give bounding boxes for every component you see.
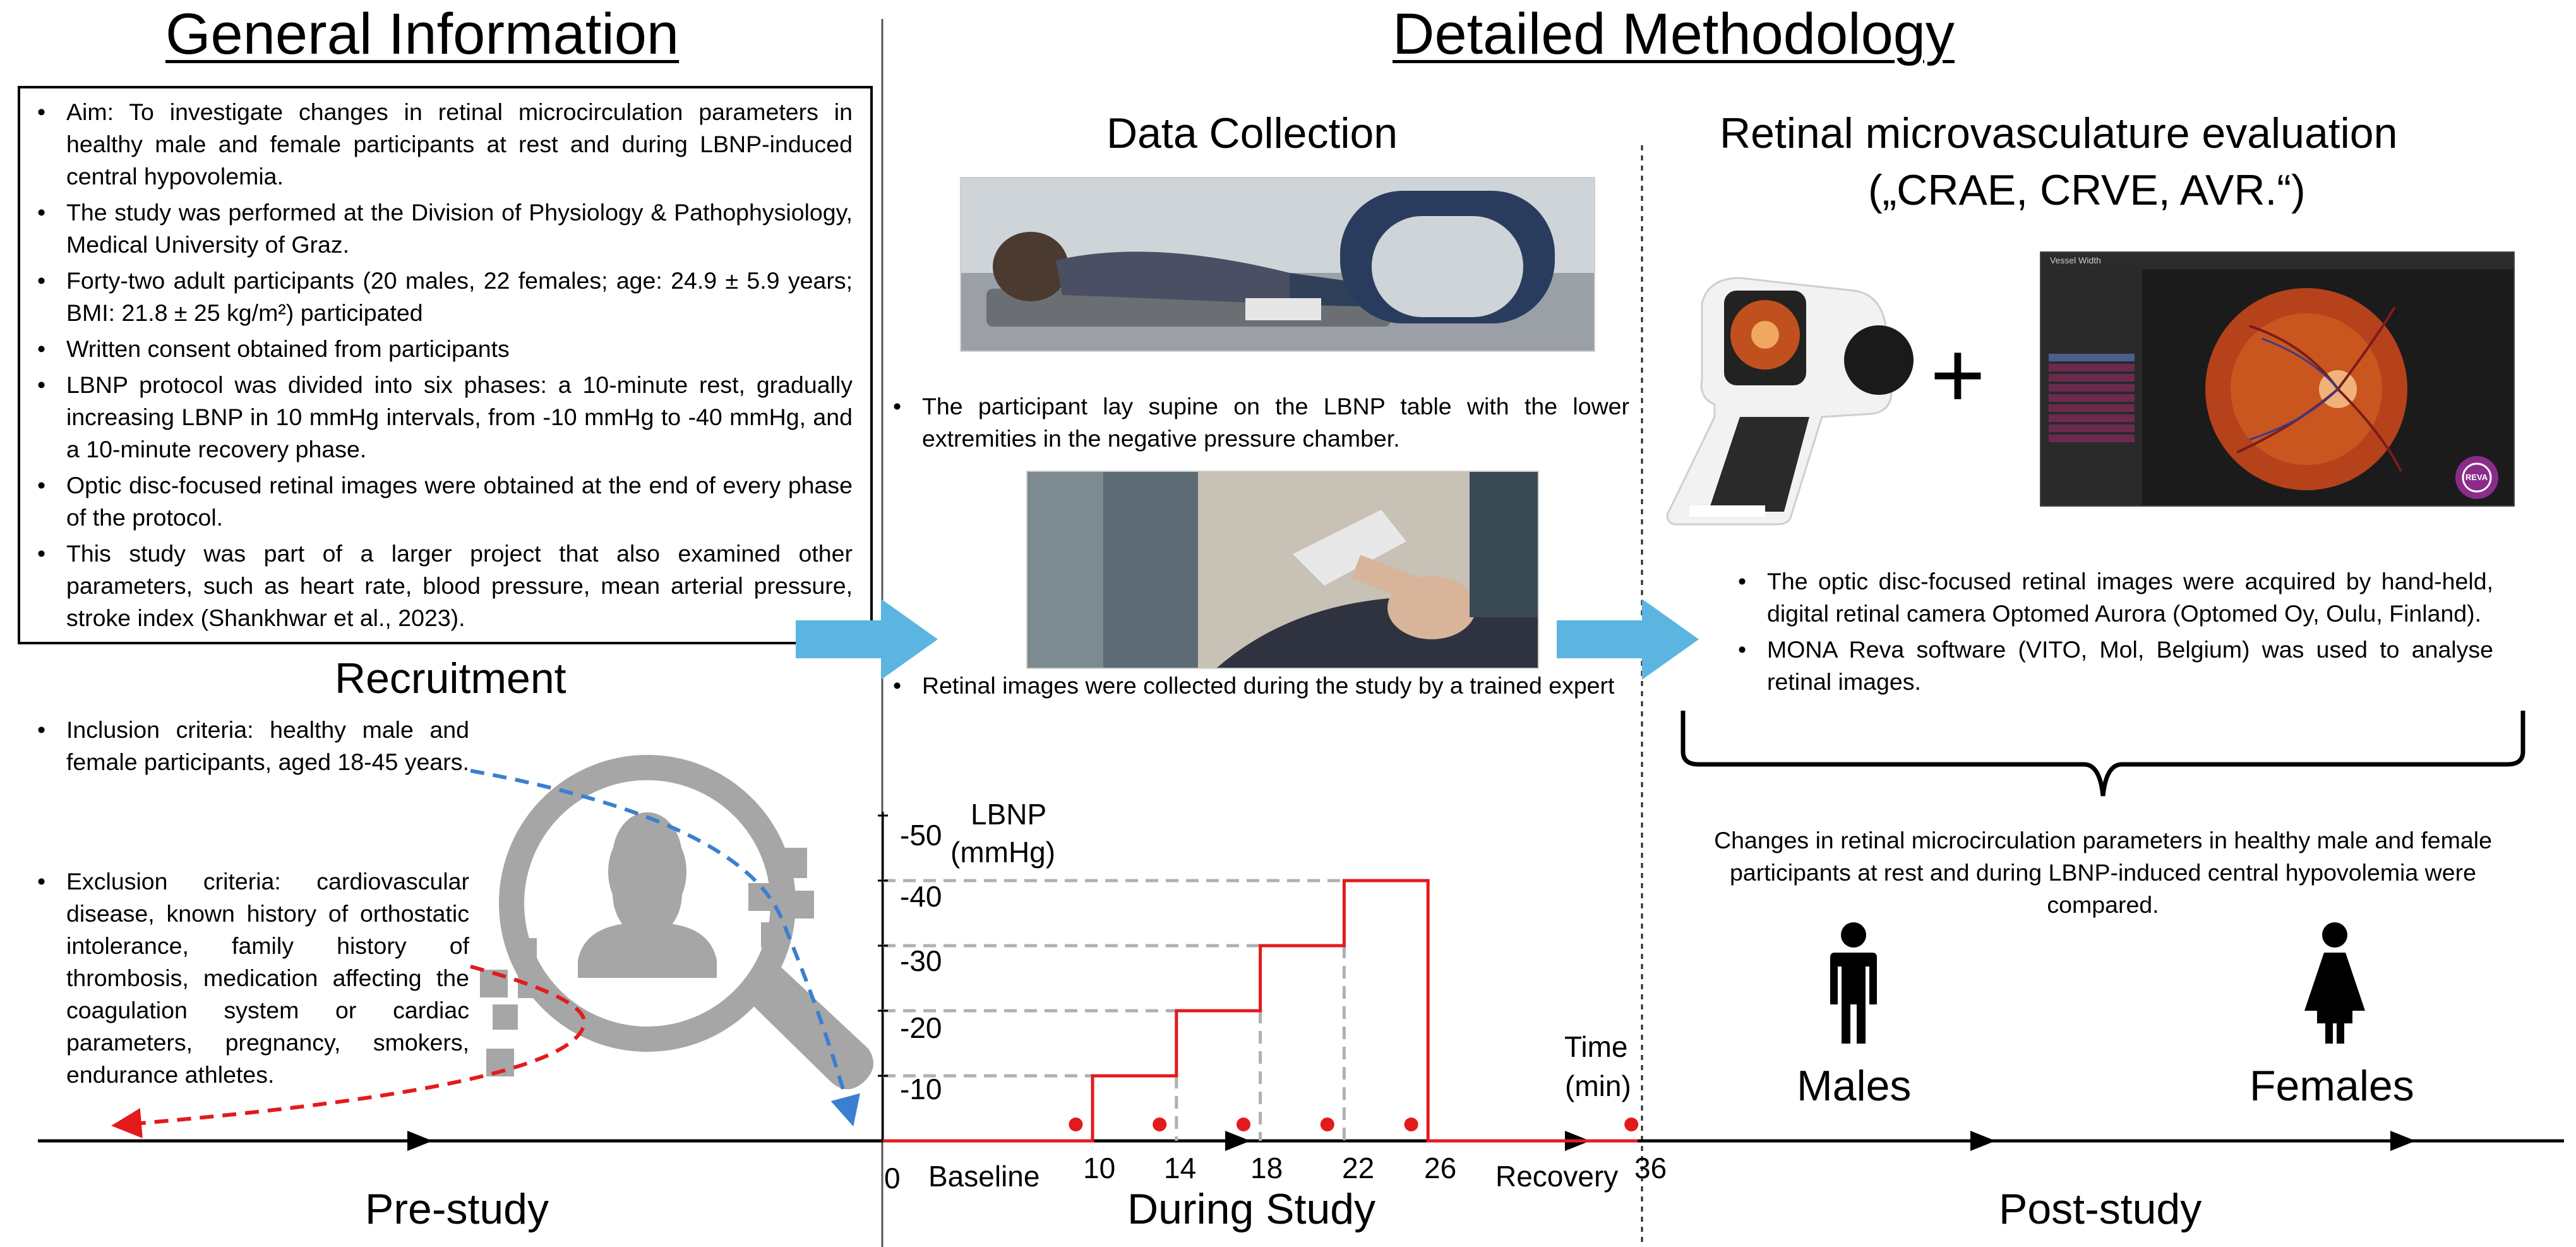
software-view xyxy=(2041,269,2498,505)
timeline-tick-1 xyxy=(407,1131,433,1151)
timeline-during-study: During Study xyxy=(1127,1185,1376,1233)
chart-xtick: 14 xyxy=(1164,1152,1197,1184)
retinal-eval-bullet: MONA Reva software (VITO, Mol, Belgium) … xyxy=(1738,634,2493,698)
chart-ylabel-line2: (mmHg) xyxy=(950,836,1056,869)
data-collection-text-1: The participant lay supine on the LBNP t… xyxy=(893,390,1629,455)
general-info-item: Written consent obtained from participan… xyxy=(37,333,853,365)
data-collection-bullet-2: Retinal images were collected during the… xyxy=(890,670,1629,706)
chart-ytick: -30 xyxy=(900,944,942,977)
phase-label-recovery: Recovery xyxy=(1495,1160,1619,1193)
recruitment-title: Recruitment xyxy=(335,654,566,702)
chart-grid xyxy=(878,814,1346,1141)
measurement-point xyxy=(1153,1117,1167,1131)
curly-brace xyxy=(1680,711,2525,797)
software-logo-text: REVA xyxy=(2465,473,2488,482)
retinal-imaging-illustration xyxy=(1027,472,1538,668)
magnifier-icon xyxy=(480,755,873,1090)
timeline-tick-4 xyxy=(1970,1131,1996,1151)
males-label: Males xyxy=(1797,1062,1912,1110)
chart-ytick: -40 xyxy=(900,880,942,913)
software-window-title: Vessel Width xyxy=(2050,255,2101,265)
arrow-to-evaluation xyxy=(1557,599,1699,680)
retinal-eval-bullet: The optic disc-focused retinal images we… xyxy=(1738,565,2493,630)
inclusion-criteria: Inclusion criteria: healthy male and fem… xyxy=(35,714,469,782)
data-collection-title: Data Collection xyxy=(1106,109,1398,157)
lbnp-chart xyxy=(878,812,1639,1143)
chart-ytick: -20 xyxy=(900,1011,942,1044)
heading-detailed-methodology: Detailed Methodology xyxy=(1393,2,1955,66)
general-info-item: Aim: To investigate changes in retinal m… xyxy=(37,96,853,193)
chart-xtick: 26 xyxy=(1424,1152,1457,1184)
timeline-pre-study: Pre-study xyxy=(365,1185,549,1233)
exclusion-arrow xyxy=(111,965,587,1138)
females-label: Females xyxy=(2250,1062,2414,1110)
chart-steps xyxy=(883,879,1638,1143)
heading-general-information: General Information xyxy=(165,2,680,66)
general-info-item: Optic disc-focused retinal images were o… xyxy=(37,469,853,534)
general-info-item: Forty-two adult participants (20 males, … xyxy=(37,265,853,329)
chart-ylabel-line1: LBNP xyxy=(971,798,1047,831)
general-info-item: This study was part of a larger project … xyxy=(37,538,853,634)
lbnp-table-photo xyxy=(960,177,1595,352)
retinal-eval-summary: Changes in retinal microcirculation para… xyxy=(1714,827,2492,918)
phase-label-baseline: Baseline xyxy=(928,1160,1040,1193)
chart-xtick: 36 xyxy=(1634,1152,1667,1184)
timeline-post-study: Post-study xyxy=(1999,1185,2202,1233)
female-icon xyxy=(2304,922,2365,1044)
measurement-point xyxy=(1404,1117,1418,1131)
lbnp-step-line xyxy=(883,879,1638,1143)
measurement-point xyxy=(1624,1117,1639,1131)
retinal-camera-icon xyxy=(1666,277,1914,526)
inclusion-criteria-text: Inclusion criteria: healthy male and fem… xyxy=(37,714,469,778)
retinal-imaging-photo xyxy=(1026,471,1539,669)
chart-ytick: -50 xyxy=(900,819,942,852)
retinal-eval-title-line2: („CRAE, CRVE, AVR.“) xyxy=(1868,166,2306,214)
general-info-list: Aim: To investigate changes in retinal m… xyxy=(35,96,853,638)
data-collection-bullet-1: The participant lay supine on the LBNP t… xyxy=(890,390,1629,459)
timeline-tick-5 xyxy=(2390,1131,2416,1151)
measurement-point xyxy=(1320,1117,1334,1131)
mona-reva-software-screenshot: Vessel Width REVA xyxy=(2040,251,2515,507)
chart-xlabel-line2: (min) xyxy=(1565,1069,1631,1102)
plus-sign: + xyxy=(1930,322,1986,428)
general-info-item: LBNP protocol was divided into six phase… xyxy=(37,369,853,466)
chart-xtick: 10 xyxy=(1083,1152,1116,1184)
retinal-eval-title-line1: Retinal microvasculature evaluation xyxy=(1720,109,2398,157)
chart-xtick: 18 xyxy=(1250,1152,1283,1184)
lbnp-table-illustration xyxy=(961,178,1594,351)
data-collection-text-2: Retinal images were collected during the… xyxy=(893,670,1629,702)
measurement-point xyxy=(1237,1117,1250,1131)
software-titlebar: Vessel Width xyxy=(2041,253,2513,269)
chart-points xyxy=(1069,1117,1639,1131)
chart-xlabel-line1: Time xyxy=(1564,1030,1628,1063)
general-info-box xyxy=(18,86,873,644)
chart-xtick: 0 xyxy=(884,1162,901,1195)
measurement-point xyxy=(1069,1117,1083,1131)
retinal-eval-bullets: The optic disc-focused retinal images we… xyxy=(1735,565,2493,702)
exclusion-criteria-text: Exclusion criteria: cardiovascular disea… xyxy=(37,865,469,1091)
arrow-to-data-collection xyxy=(796,599,938,680)
general-info-item: The study was performed at the Division … xyxy=(37,196,853,261)
timeline-tick-2 xyxy=(1225,1131,1250,1151)
chart-xtick: 22 xyxy=(1342,1152,1375,1184)
exclusion-criteria: Exclusion criteria: cardiovascular disea… xyxy=(35,865,469,1095)
male-icon xyxy=(1830,922,1877,1044)
chart-ytick: -10 xyxy=(900,1073,942,1105)
